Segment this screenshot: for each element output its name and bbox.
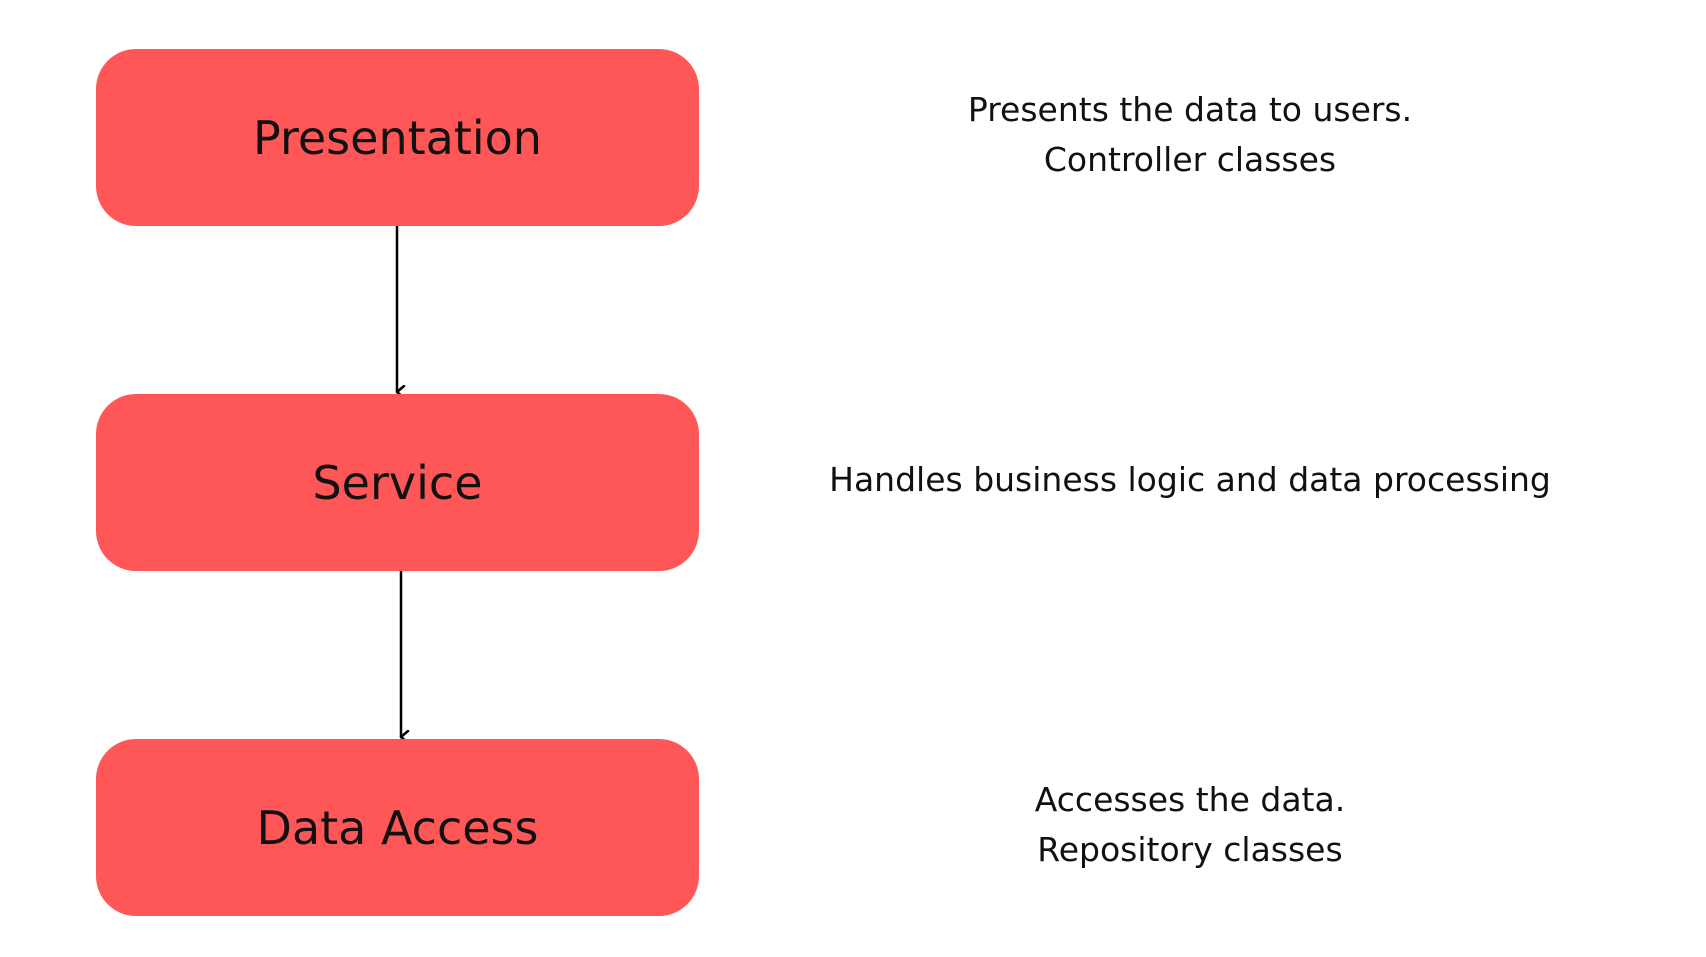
description-line: Repository classes	[1037, 830, 1343, 869]
description-line: Presents the data to users.	[967, 90, 1413, 129]
description-line: Accesses the data.	[1034, 780, 1346, 819]
description-line: Handles business logic and data processi…	[829, 460, 1551, 499]
data-access-layer-box: Data Access	[96, 739, 699, 916]
service-description: Handles business logic and data processi…	[760, 455, 1620, 505]
presentation-layer-box: Presentation	[96, 49, 699, 226]
data-access-description: Accesses the data. Repository classes	[760, 775, 1620, 875]
service-layer-box: Service	[96, 394, 699, 571]
presentation-description: Presents the data to users. Controller c…	[760, 85, 1620, 185]
description-line: Controller classes	[1043, 140, 1337, 179]
